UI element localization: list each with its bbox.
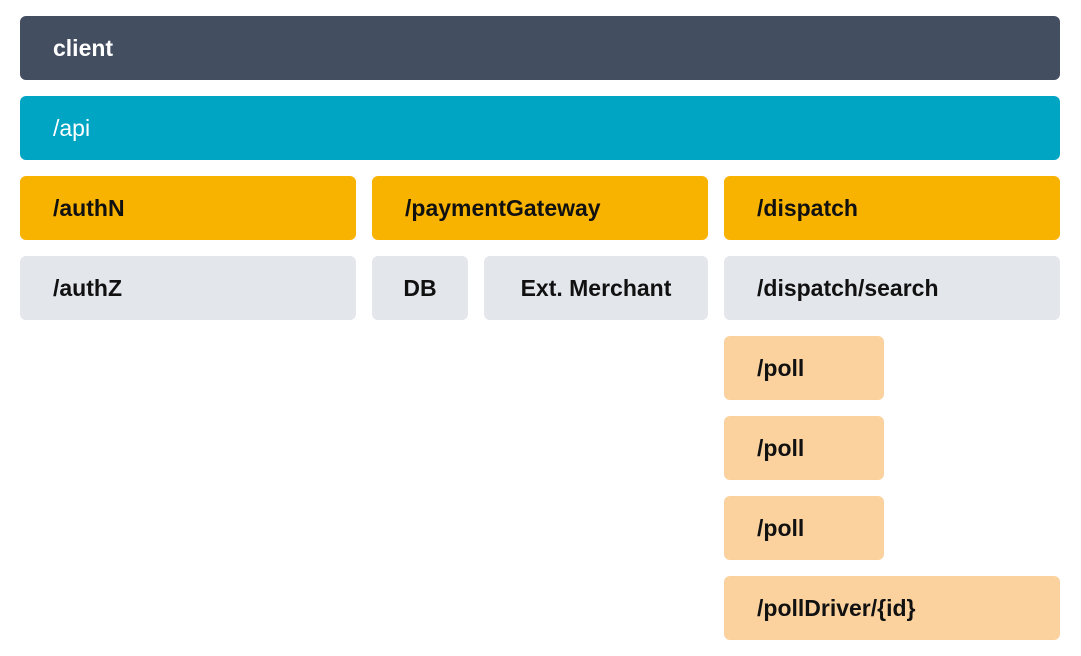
poll-driver-node: /pollDriver/{id}: [724, 576, 1060, 640]
poll-call-3: /poll: [724, 496, 884, 560]
dispatch-label: /dispatch: [757, 194, 858, 221]
payment-gateway-service: /paymentGateway: [372, 176, 708, 240]
poll-label-2: /poll: [757, 434, 805, 461]
db-node: DB: [372, 256, 468, 320]
authn-label: /authN: [53, 194, 125, 221]
api-layer: /api: [20, 96, 1060, 160]
authz-node: /authZ: [20, 256, 356, 320]
poll-call-2: /poll: [724, 416, 884, 480]
ext-merchant-label: Ext. Merchant: [520, 274, 672, 301]
authz-label: /authZ: [53, 274, 122, 301]
payment-gateway-label: /paymentGateway: [405, 194, 601, 221]
db-label: DB: [403, 274, 437, 301]
poll-label-3: /poll: [757, 514, 805, 541]
dispatch-service: /dispatch: [724, 176, 1060, 240]
poll-call-1: /poll: [724, 336, 884, 400]
poll-driver-label: /pollDriver/{id}: [757, 594, 916, 621]
client-layer: client: [20, 16, 1060, 80]
client-label: client: [53, 34, 114, 61]
poll-label-1: /poll: [757, 354, 805, 381]
dispatch-search-label: /dispatch/search: [757, 274, 939, 301]
authn-service: /authN: [20, 176, 356, 240]
ext-merchant-node: Ext. Merchant: [484, 256, 708, 320]
dispatch-search-node: /dispatch/search: [724, 256, 1060, 320]
api-label: /api: [53, 114, 91, 141]
